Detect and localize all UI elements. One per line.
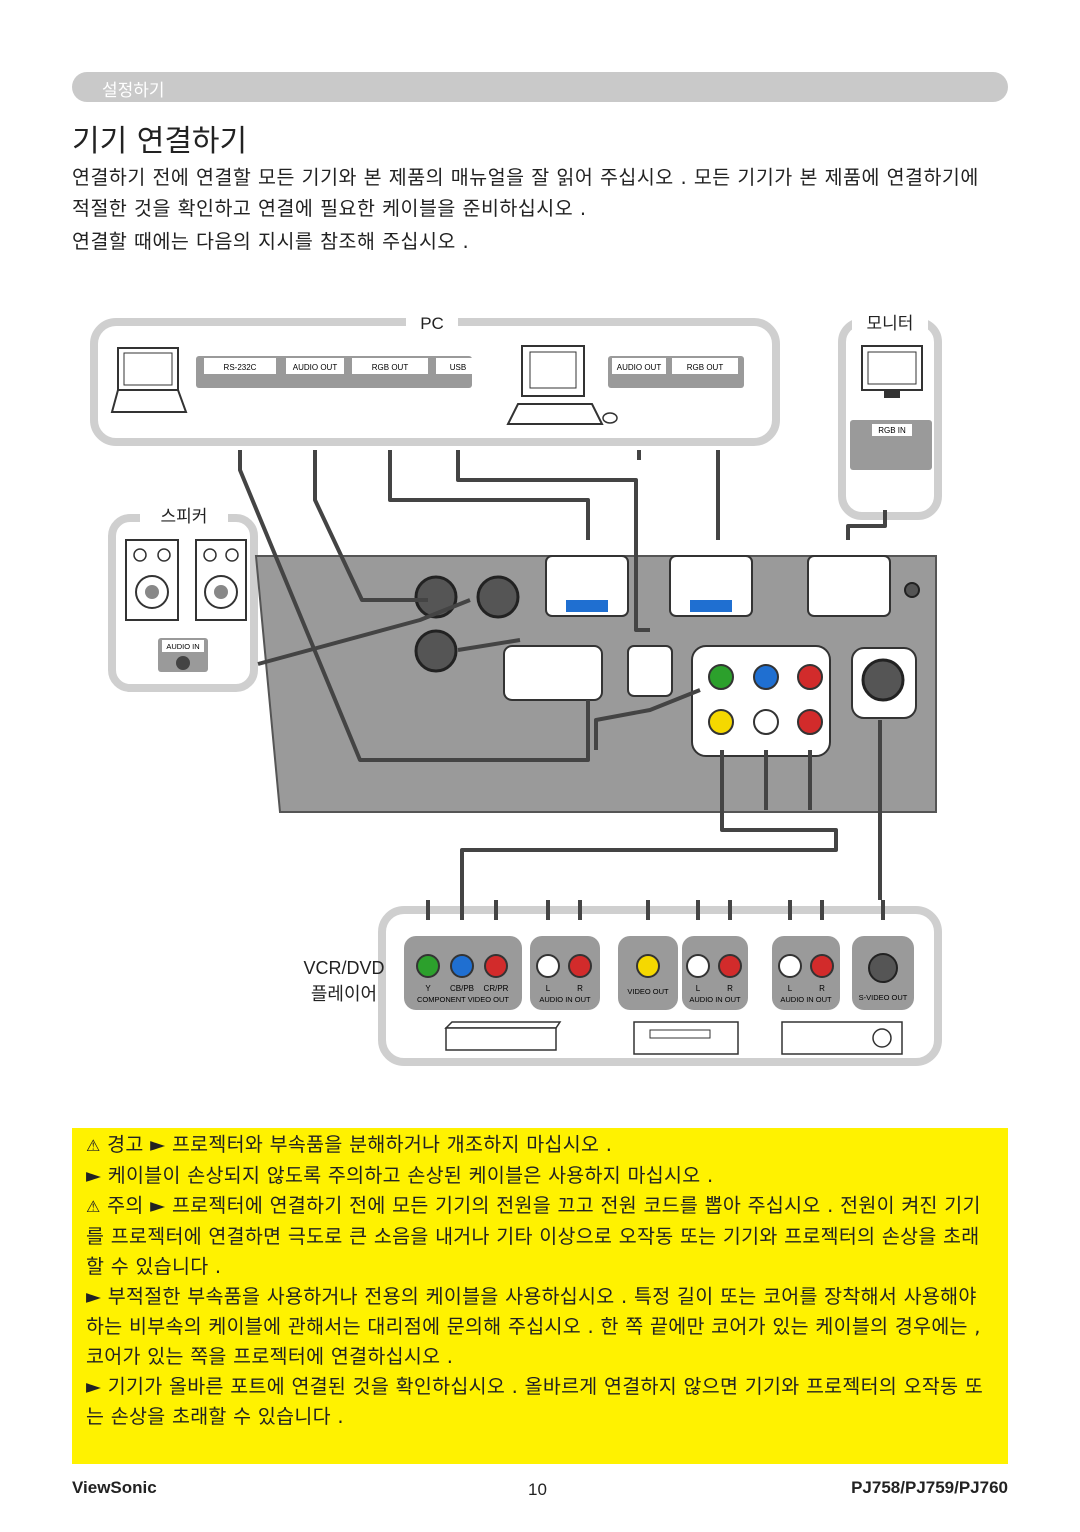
section-label: 설정하기 <box>102 81 165 101</box>
port-label-y: Y <box>425 984 431 993</box>
port-label-rgb-in: RGB IN <box>878 426 906 435</box>
port-label-l-3: L <box>788 984 793 993</box>
port-label-rgb-out-1: RGB OUT <box>372 363 409 372</box>
footer-brand: ViewSonic <box>72 1478 157 1497</box>
laptop-icon <box>110 347 188 413</box>
warning-text-1: 프로젝터와 부속품을 분해하거나 개조하지 마십시오 . <box>171 1133 613 1156</box>
connection-diagram: PC RS-232C AUDIO OUT RGB OUT USB AUDIO O… <box>0 300 1080 1080</box>
port-label-usb: USB <box>450 363 466 372</box>
section-header-bar: 설정하기 <box>72 72 1008 102</box>
port-label-audio-out-1: AUDIO OUT <box>293 363 338 372</box>
port-label-audio-out-2: AUDIO OUT <box>617 363 662 372</box>
port-label-audio-in-out-1: AUDIO IN OUT <box>539 995 591 1004</box>
port-label-r-2: R <box>727 984 733 993</box>
av-receiver-icon <box>781 1021 903 1055</box>
projector-panel <box>254 555 937 813</box>
speaker-label: 스피커 <box>161 507 208 526</box>
vcr-dvd-frame <box>378 906 942 1066</box>
port-label-video-out: VIDEO OUT <box>627 987 669 996</box>
warning-line-1: ⚠ 경고 ► 프로젝터와 부속품을 분해하거나 개조하지 마십시오 . <box>86 1130 992 1161</box>
arrow-right-icon: ► <box>86 1375 102 1398</box>
port-label-audio-in: AUDIO IN <box>166 642 199 651</box>
dvd-player-icon <box>444 1021 562 1051</box>
port-label-cr-pr: CR/PR <box>484 984 509 993</box>
caution-label: 주의 <box>107 1194 144 1217</box>
port-label-s-video-out: S-VIDEO OUT <box>859 993 908 1002</box>
warning-text-2: 케이블이 손상되지 않도록 주의하고 손상된 케이블은 사용하지 마십시오 . <box>107 1164 714 1187</box>
intro-paragraph-2: 연결할 때에는 다음의 지시를 참조해 주십시오 . <box>72 230 470 253</box>
vcr-icon <box>633 1021 739 1055</box>
desktop-pc-icon <box>506 345 618 425</box>
caution-line-3: ► 기기가 올바른 포트에 연결된 것을 확인하십시오 . 올바르게 연결하지 … <box>86 1372 992 1432</box>
footer-model: PJ758/PJ759/PJ760 <box>851 1478 1008 1497</box>
warning-box: ⚠ 경고 ► 프로젝터와 부속품을 분해하거나 개조하지 마십시오 . ► 케이… <box>72 1128 1008 1464</box>
port-label-rs232c: RS-232C <box>224 363 257 372</box>
monitor-icon <box>861 345 923 398</box>
port-label-audio-in-out-2: AUDIO IN OUT <box>689 995 741 1004</box>
monitor-label: 모니터 <box>867 314 914 333</box>
port-label-l-2: L <box>696 984 701 993</box>
arrow-right-icon: ► <box>150 1133 166 1156</box>
source-cables <box>426 900 885 920</box>
caution-triangle-icon: ⚠ <box>86 1197 101 1216</box>
port-label-r-3: R <box>819 984 825 993</box>
arrow-right-icon: ► <box>86 1285 102 1308</box>
port-label-rgb-out-2: RGB OUT <box>687 363 724 372</box>
pc-label: PC <box>420 314 444 333</box>
cables <box>238 450 887 900</box>
port-label-component-video-out: COMPONENT VIDEO OUT <box>417 995 509 1004</box>
caution-line-2: ► 부적절한 부속품을 사용하거나 전용의 케이블을 사용하십시오 . 특정 길… <box>86 1282 992 1372</box>
port-label-audio-in-out-3: AUDIO IN OUT <box>780 995 832 1004</box>
pc-port-panels: RS-232C AUDIO OUT RGB OUT USB AUDIO OUT … <box>196 356 744 388</box>
caution-text-3: 기기가 올바른 포트에 연결된 것을 확인하십시오 . 올바르게 연결하지 않으… <box>86 1375 984 1428</box>
connection-diagram-svg: PC RS-232C AUDIO OUT RGB OUT USB AUDIO O… <box>90 310 942 1066</box>
caution-text-1: 프로젝터에 연결하기 전에 모든 기기의 전원을 끄고 전원 코드를 뽑아 주십… <box>86 1194 981 1278</box>
vcr-dvd-label: VCR/DVD <box>303 958 384 978</box>
page-number: 10 <box>528 1480 547 1499</box>
port-label-r-1: R <box>577 984 583 993</box>
caution-line-1: ⚠ 주의 ► 프로젝터에 연결하기 전에 모든 기기의 전원을 끄고 전원 코드… <box>86 1191 992 1282</box>
page-title: 기기 연결하기 <box>72 124 248 159</box>
arrow-right-icon: ► <box>86 1164 102 1187</box>
warning-label: 경고 <box>107 1133 144 1156</box>
intro-paragraph-1: 연결하기 전에 연결할 모든 기기와 본 제품의 매뉴얼을 잘 읽어 주십시오 … <box>72 166 979 220</box>
arrow-right-icon: ► <box>150 1194 166 1217</box>
caution-text-2: 부적절한 부속품을 사용하거나 전용의 케이블을 사용하십시오 . 특정 길이 … <box>86 1285 981 1368</box>
port-label-l-1: L <box>546 984 551 993</box>
intro-text: 연결하기 전에 연결할 모든 기기와 본 제품의 매뉴얼을 잘 읽어 주십시오 … <box>72 162 1002 257</box>
warning-line-2: ► 케이블이 손상되지 않도록 주의하고 손상된 케이블은 사용하지 마십시오 … <box>86 1161 992 1191</box>
player-label: 플레이어 <box>311 984 377 1004</box>
speakers-icon <box>125 539 247 621</box>
port-label-cb-pb: CB/PB <box>450 984 474 993</box>
warning-triangle-icon: ⚠ <box>86 1136 101 1155</box>
